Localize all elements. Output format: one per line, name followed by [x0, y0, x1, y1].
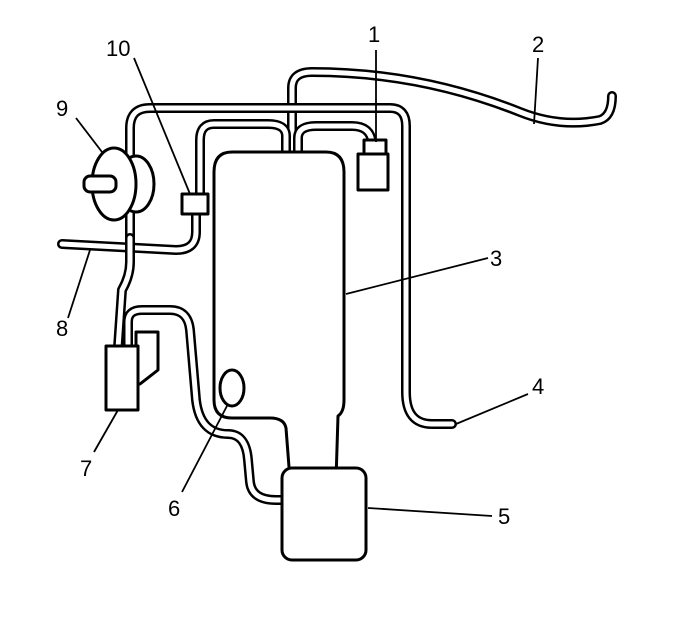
callout-10: 10 — [106, 36, 130, 61]
hose-7-to-5 — [123, 305, 297, 505]
callout-3: 3 — [490, 246, 502, 271]
callout-2: 2 — [532, 32, 544, 57]
hose-to-sensor — [293, 121, 377, 157]
callout-6: 6 — [168, 496, 180, 521]
callout-7: 7 — [80, 456, 92, 481]
valve — [180, 192, 210, 216]
callout-5: 5 — [498, 504, 510, 529]
callout-9: 9 — [56, 96, 68, 121]
callout-8: 8 — [56, 316, 68, 341]
callout-1: 1 — [368, 22, 380, 47]
hose-2 — [287, 67, 617, 157]
hose-to-vent-solenoid — [113, 233, 135, 353]
filter-box — [280, 466, 368, 562]
hose-8 — [57, 209, 201, 255]
leader-lines — [67, 50, 539, 517]
hose-to-valve — [195, 119, 291, 201]
hose-top-loop — [125, 103, 457, 429]
callout-labels: 1 2 3 4 5 6 7 8 9 10 — [56, 22, 544, 529]
canister-port — [218, 368, 246, 408]
sensor — [356, 138, 390, 192]
vacuum-unit — [82, 146, 156, 222]
canister — [212, 150, 346, 482]
vent-solenoid — [104, 330, 160, 412]
callout-4: 4 — [532, 374, 544, 399]
